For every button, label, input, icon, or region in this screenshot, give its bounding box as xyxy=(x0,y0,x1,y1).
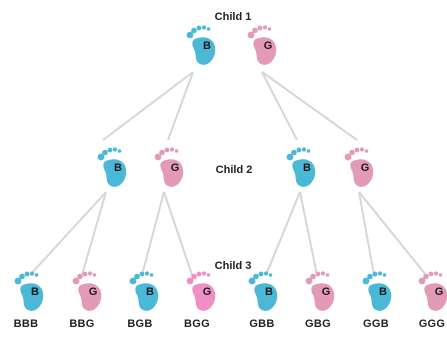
node-child2-b-girl: G xyxy=(150,147,188,190)
footprint-icon xyxy=(97,147,127,187)
footprint-icon xyxy=(154,147,184,187)
girl-letter: G xyxy=(170,162,180,174)
node-child2-b-boy: B xyxy=(93,147,131,190)
node-child3-2: G xyxy=(68,271,106,314)
footprint-icon xyxy=(129,271,159,311)
branch-line xyxy=(358,191,427,276)
boy-letter: B xyxy=(31,286,39,298)
branch-line xyxy=(358,191,375,276)
outcome-label: GBB xyxy=(249,318,275,330)
footprint-icon xyxy=(362,271,392,311)
node-child3-7: B xyxy=(358,271,396,314)
girl-letter: G xyxy=(202,286,212,298)
branch-line xyxy=(261,71,298,141)
branch-line xyxy=(265,191,301,276)
girl-letter: G xyxy=(360,162,370,174)
branch-line xyxy=(163,191,193,276)
branch-lines xyxy=(29,71,427,276)
node-child1-girl: G xyxy=(243,25,281,68)
footprint-icon xyxy=(14,271,44,311)
boy-letter: B xyxy=(203,40,211,52)
node-child3-5: B xyxy=(244,271,282,314)
boy-letter: B xyxy=(114,162,122,174)
branch-line xyxy=(102,71,194,141)
girl-letter: G xyxy=(88,286,98,298)
branch-line xyxy=(167,71,194,141)
girl-letter: G xyxy=(434,286,444,298)
boy-letter: B xyxy=(146,286,154,298)
node-child2-g-girl: G xyxy=(340,147,378,190)
branch-line xyxy=(81,191,107,276)
branch-line xyxy=(141,191,165,276)
girl-letter: G xyxy=(321,286,331,298)
node-child3-8: G xyxy=(414,271,447,314)
node-child3-3: B xyxy=(125,271,163,314)
boy-letter: B xyxy=(265,286,273,298)
outcome-label: BGG xyxy=(184,318,210,330)
footprint-icon xyxy=(72,271,102,311)
boy-letter: B xyxy=(379,286,387,298)
outcome-label: BGB xyxy=(127,318,153,330)
footprint-icon xyxy=(305,271,335,311)
footprint-icon xyxy=(286,147,316,187)
node-child3-1: B xyxy=(10,271,48,314)
footprint-icon xyxy=(418,271,447,311)
branch-line xyxy=(261,71,358,141)
node-child1-boy: B xyxy=(182,25,220,68)
footprint-icon xyxy=(247,25,277,65)
outcome-label: GBG xyxy=(305,318,331,330)
outcome-label: BBG xyxy=(69,318,95,330)
footprint-icon xyxy=(186,25,216,65)
node-child3-6: G xyxy=(301,271,339,314)
footprint-icon xyxy=(344,147,374,187)
footprint-icon xyxy=(186,271,216,311)
node-child2-g-boy: B xyxy=(282,147,320,190)
outcome-label: GGG xyxy=(418,318,446,330)
branch-line xyxy=(299,191,318,276)
outcome-label: BBB xyxy=(13,318,39,330)
node-child3-4: G xyxy=(182,271,220,314)
level-label-child1: Child 1 xyxy=(214,11,252,23)
boy-letter: B xyxy=(303,162,311,174)
footprint-icon xyxy=(248,271,278,311)
outcome-label: GGB xyxy=(363,318,389,330)
girl-letter: G xyxy=(263,40,273,52)
level-label-child3: Child 3 xyxy=(214,260,252,272)
level-label-child2: Child 2 xyxy=(215,164,253,176)
branch-line xyxy=(29,191,107,276)
